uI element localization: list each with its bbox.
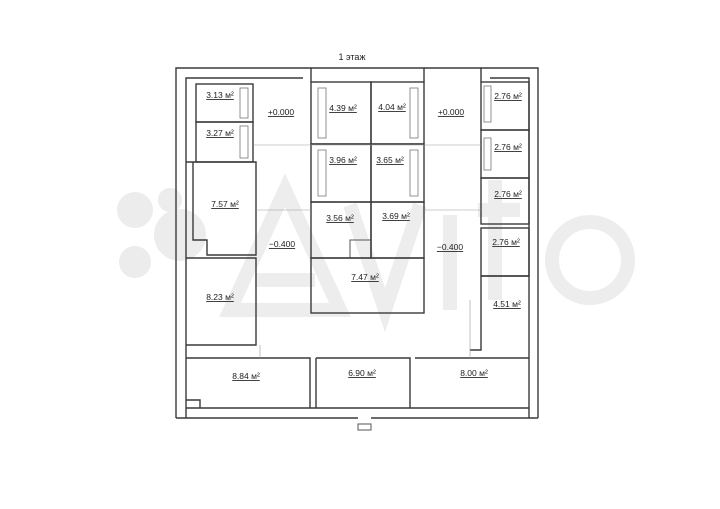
level-mark-top-left: +0.000 — [268, 107, 295, 117]
floor-title: 1 этаж — [339, 52, 366, 62]
room-area-label: 3.69 м² — [382, 211, 410, 221]
outer-walls — [175, 67, 539, 431]
room-area-label: 4.39 м² — [329, 103, 357, 113]
level-lines — [253, 144, 481, 358]
room-area-label: 8.23 м² — [206, 292, 234, 302]
level-mark-bottom-left: −0.400 — [269, 239, 296, 249]
room-area-label: 2.76 м² — [494, 91, 522, 101]
room-area-label: 3.27 м² — [206, 128, 234, 138]
room-area-label: 3.65 м² — [376, 155, 404, 165]
level-mark-bottom-right: −0.400 — [437, 242, 464, 252]
room-area-label: 7.57 м² — [211, 199, 239, 209]
room-area-label: 6.90 м² — [348, 368, 376, 378]
room-area-label: 8.00 м² — [460, 368, 488, 378]
room-area-label: 3.96 м² — [329, 155, 357, 165]
room-area-label: 3.13 м² — [206, 90, 234, 100]
room-area-label: 2.76 м² — [494, 142, 522, 152]
room-area-label: 3.56 м² — [326, 213, 354, 223]
room-area-label: 8.84 м² — [232, 371, 260, 381]
room-area-label: 7.47 м² — [351, 272, 379, 282]
right-rooms — [415, 81, 530, 359]
room-area-label: 4.51 м² — [493, 299, 521, 309]
left-rooms — [186, 83, 311, 408]
level-mark-top-right: +0.000 — [438, 107, 465, 117]
room-area-label: 2.76 м² — [494, 189, 522, 199]
center-rooms — [310, 81, 425, 408]
watermark — [117, 173, 635, 333]
room-area-label: 4.04 м² — [378, 102, 406, 112]
room-area-label: 2.76 м² — [492, 237, 520, 247]
